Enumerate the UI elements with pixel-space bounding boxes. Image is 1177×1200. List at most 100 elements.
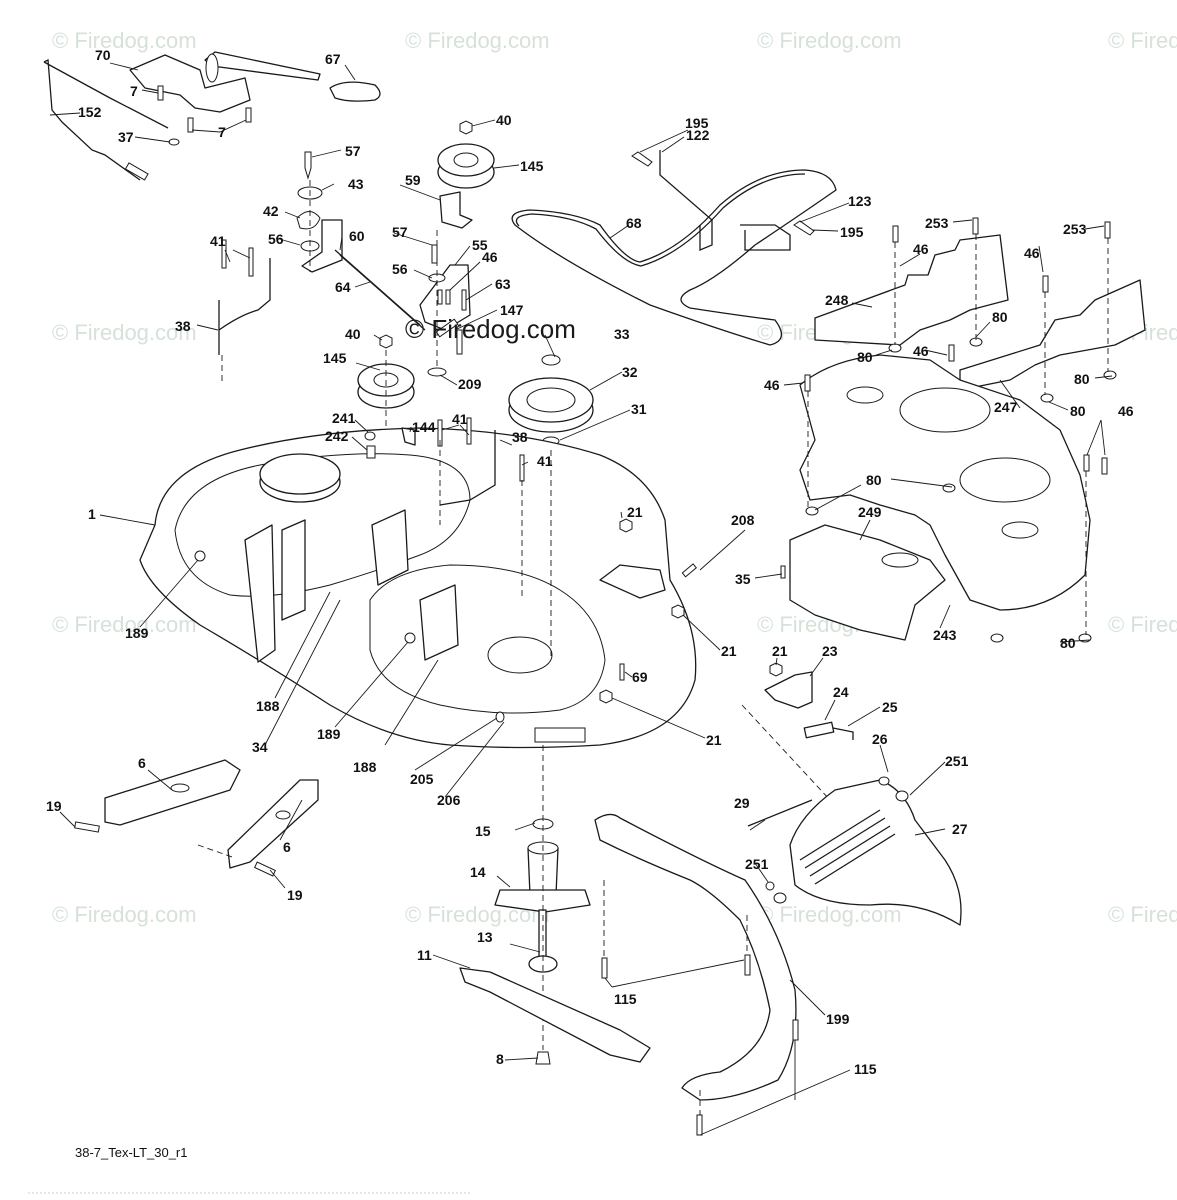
callout-label: 6 [283, 839, 291, 855]
callout-label: 7 [218, 124, 226, 140]
callout-label: 19 [287, 887, 303, 903]
idler-bracket-55 [419, 230, 471, 377]
callout-label: 115 [854, 1061, 877, 1077]
callout-label: 63 [495, 276, 511, 292]
watermark: © Firedog.com [52, 28, 197, 53]
callout-label: 144 [412, 419, 436, 435]
front-bracket-6a [104, 759, 241, 826]
callout-label: 68 [626, 215, 642, 231]
callout-label: 46 [764, 377, 780, 393]
callout-label: 34 [252, 739, 268, 755]
watermark: © Firedog.com [52, 612, 197, 637]
belt-shield-247 [959, 279, 1146, 391]
watermark: © Firedog.com [757, 902, 902, 927]
callout-label: 41 [452, 411, 468, 427]
blade-11 [459, 967, 651, 1063]
callout-label: 41 [537, 453, 553, 469]
callout-label: 21 [706, 732, 722, 748]
callout-label: 42 [263, 203, 279, 219]
callout-label: 21 [721, 643, 737, 659]
callout-label: 29 [734, 795, 750, 811]
drawing-id: 38-7_Tex-LT_30_r1 [75, 1145, 188, 1160]
idler-pulley-upper-145 [437, 120, 495, 229]
watermark: © Firedog.com [52, 902, 197, 927]
belt-guide-122 [631, 150, 815, 251]
spring-icon [124, 162, 149, 181]
callout-label: 33 [614, 326, 630, 342]
callout-label: 147 [500, 302, 524, 318]
watermark: © Firedog.com [757, 28, 902, 53]
callout-label: 195 [840, 224, 864, 240]
callout-label: 188 [353, 759, 377, 775]
discharge-chute-27 [765, 776, 962, 926]
lift-rod-38 [218, 239, 271, 385]
callout-label: 40 [496, 112, 512, 128]
callout-label: 40 [345, 326, 361, 342]
callout-label: 15 [475, 823, 491, 839]
callout-label: 11 [417, 947, 432, 963]
callout-label: 80 [1074, 371, 1090, 387]
knob-67 [329, 81, 381, 102]
callout-label: 7 [130, 83, 138, 99]
callout-label: 115 [614, 991, 637, 1007]
washer-37 [168, 138, 180, 146]
callout-label: 57 [345, 143, 361, 159]
watermark: © Firedog.com [405, 28, 550, 53]
callout-label: 6 [138, 755, 146, 771]
drive-belt-68 [511, 169, 837, 346]
bolt-19a [74, 821, 100, 833]
callout-label: 152 [78, 104, 102, 120]
callout-label: 209 [458, 376, 482, 392]
callout-label: 27 [952, 821, 968, 837]
deflector-199 [594, 813, 797, 1101]
belt-shield-248 [814, 234, 1009, 346]
callout-label: 60 [349, 228, 365, 244]
callout-label: 247 [994, 399, 1018, 415]
callout-label: 13 [477, 929, 493, 945]
callout-label: 251 [745, 856, 769, 872]
callout-label: 195 [685, 115, 709, 131]
callout-label: 25 [882, 699, 898, 715]
callout-label: 80 [857, 349, 873, 365]
callout-label: 46 [1024, 245, 1040, 261]
callout-label: 241 [332, 410, 356, 426]
watermark: © Firedog.com [1108, 612, 1177, 637]
callout-label: 26 [872, 731, 888, 747]
callout-label: 41 [210, 233, 226, 249]
callout-label: 69 [632, 669, 648, 685]
callout-label: 59 [405, 172, 421, 188]
callout-label: 55 [472, 237, 488, 253]
callout-label: 35 [735, 571, 751, 587]
callout-label: 122 [686, 127, 710, 143]
bolt-19b [254, 861, 276, 877]
callout-label: 67 [325, 51, 341, 67]
belt-cover-243 [799, 217, 1117, 643]
callout-label: 80 [1060, 635, 1076, 651]
callout-label: 123 [848, 193, 872, 209]
pin-29 [747, 799, 813, 827]
callout-label: 46 [482, 249, 498, 265]
callout-label: 56 [268, 231, 284, 247]
watermark: © Firedog.com [1108, 902, 1177, 927]
callout-label: 46 [913, 343, 929, 359]
callout-label: 23 [822, 643, 838, 659]
callout-label: 43 [348, 176, 364, 192]
watermark: © Firedog.com [52, 320, 197, 345]
callout-label: 57 [392, 224, 408, 240]
callout-label: 253 [925, 215, 949, 231]
callout-label: 37 [118, 129, 134, 145]
callout-label: 32 [622, 364, 638, 380]
callout-label: 80 [1070, 403, 1086, 419]
callout-label: 189 [317, 726, 341, 742]
callout-label: 8 [496, 1051, 504, 1067]
callout-label: 46 [913, 241, 929, 257]
callout-label: 24 [833, 684, 849, 700]
front-bracket-6b [227, 779, 319, 869]
callout-label: 253 [1063, 221, 1087, 237]
cable-152 [43, 58, 169, 181]
callout-label: 31 [631, 401, 647, 417]
callout-label: 1 [88, 506, 96, 522]
mower-deck-1 [139, 417, 697, 749]
callout-label: 243 [933, 627, 957, 643]
